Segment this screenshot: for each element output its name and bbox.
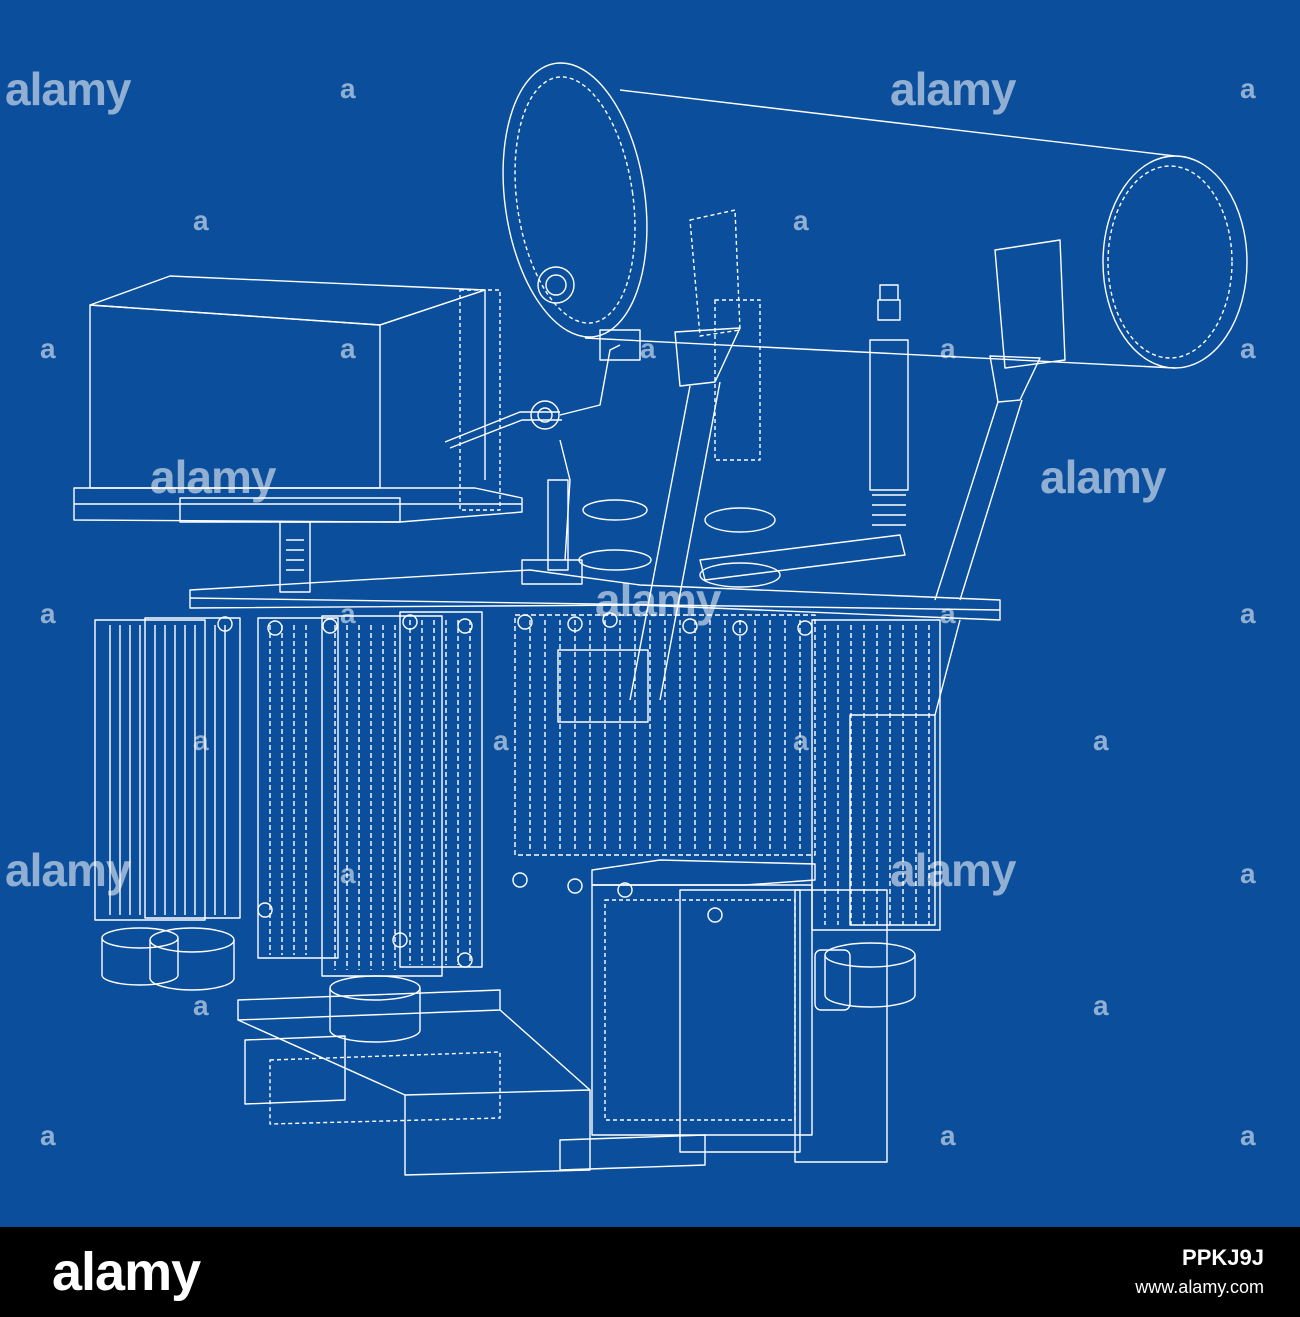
watermark-letter: a [1240, 73, 1256, 104]
watermark-letter: a [193, 205, 209, 236]
pipework [444, 329, 641, 571]
watermark-letter: a [340, 858, 356, 889]
watermark-letter: a [193, 990, 209, 1021]
watermark-letter: a [940, 1120, 956, 1151]
watermark-letter: a [193, 725, 209, 756]
watermark-letter: a [340, 333, 356, 364]
flange-bolts [217, 612, 813, 968]
base-skids [237, 989, 706, 1176]
watermark-letter: a [940, 333, 956, 364]
watermark-letter: a [1240, 333, 1256, 364]
control-cabinet [73, 275, 523, 593]
footer-logo: alamy [52, 1242, 201, 1302]
watermark-text: alamy [890, 63, 1016, 115]
radiator-sumps [101, 927, 916, 1043]
watermark-text: alamy [5, 844, 131, 896]
stock-footer-bar: alamy PPKJ9J www.alamy.com [0, 1227, 1300, 1317]
watermark-letter: a [940, 598, 956, 629]
bushings [557, 209, 1066, 723]
watermark-letter: a [40, 1120, 56, 1151]
watermark-text: alamy [595, 574, 721, 626]
tank-top-plate [189, 559, 1001, 621]
image-id: PPKJ9J [1182, 1245, 1264, 1270]
watermark-text: alamy [890, 844, 1016, 896]
watermark-letter: a [1093, 725, 1109, 756]
watermark-letter: a [793, 725, 809, 756]
radiator-bank-left [94, 611, 483, 977]
transformer-wireframe [73, 62, 1248, 1176]
watermark-letter: a [1240, 598, 1256, 629]
watermark-text: alamy [1040, 451, 1166, 503]
watermark-text: alamy [5, 63, 131, 115]
watermark-letter: a [1240, 858, 1256, 889]
watermark-letter: a [793, 205, 809, 236]
watermark-letter: a [340, 598, 356, 629]
terminal-box [591, 859, 888, 1163]
conservator-tank [502, 62, 1248, 369]
watermark-letter: a [493, 725, 509, 756]
watermark-letter: a [1240, 1120, 1256, 1151]
watermark-letter: a [640, 333, 656, 364]
watermark-letter: a [340, 73, 356, 104]
radiator-bank-right [514, 614, 941, 931]
watermark-text: alamy [150, 451, 276, 503]
watermark-letter: a [40, 333, 56, 364]
watermark-letter: a [40, 598, 56, 629]
watermark-letter: a [1093, 990, 1109, 1021]
footer-url: www.alamy.com [1135, 1277, 1264, 1297]
blueprint-drawing: alamy alamy alamy alamy alamy alamy alam… [0, 0, 1300, 1227]
